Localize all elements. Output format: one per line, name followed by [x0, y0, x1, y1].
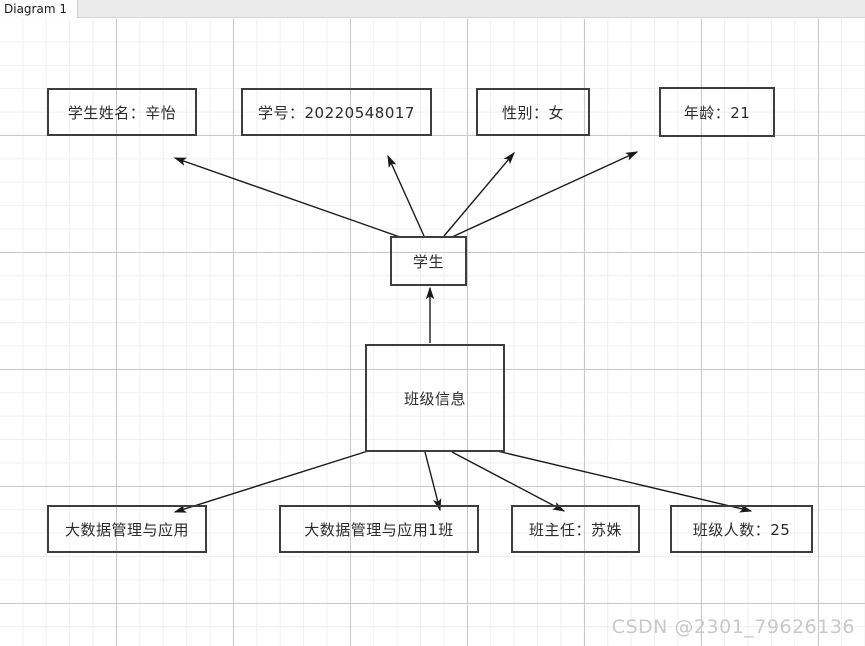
- node-label: 大数据管理与应用: [64, 520, 189, 539]
- node-label: 班级信息: [403, 389, 466, 408]
- csdn-watermark: CSDN @2301_79626136: [611, 616, 855, 638]
- node-label: 班主任：苏姝: [528, 520, 622, 539]
- edge-student-to-student-id[interactable]: [387, 154, 425, 237]
- node-age[interactable]: 年龄：21: [659, 87, 775, 137]
- edge-student-to-gender[interactable]: [443, 151, 515, 237]
- edge-class-info-to-head-teacher[interactable]: [451, 451, 566, 512]
- tab-bar: Diagram 1: [0, 0, 865, 18]
- edge-student-to-student-name[interactable]: [173, 157, 401, 238]
- node-student-name[interactable]: 学生姓名：辛怡: [47, 88, 197, 136]
- edge-class-info-to-major[interactable]: [173, 450, 369, 513]
- node-class-info[interactable]: 班级信息: [365, 344, 505, 452]
- node-major[interactable]: 大数据管理与应用: [47, 505, 207, 553]
- diagram-canvas[interactable]: 学生姓名：辛怡 学号：20220548017 性别：女 年龄：21 学生班级信息大数据管…: [0, 19, 865, 646]
- node-student[interactable]: 学生: [390, 236, 467, 286]
- node-label: 性别：女: [501, 103, 564, 122]
- node-label: 学号：20220548017: [258, 103, 415, 122]
- tab-diagram-1[interactable]: Diagram 1: [0, 0, 78, 18]
- node-class-size[interactable]: 班级人数：25: [670, 505, 813, 553]
- edge-class-info-to-class-size[interactable]: [496, 450, 753, 513]
- node-head-teacher[interactable]: 班主任：苏姝: [511, 505, 640, 553]
- node-student-id[interactable]: 学号：20220548017: [241, 88, 432, 136]
- node-class-name[interactable]: 大数据管理与应用1班: [279, 505, 479, 553]
- node-label: 班级人数：25: [692, 520, 791, 539]
- edge-class-info-to-class-name[interactable]: [424, 451, 442, 512]
- node-label: 学生: [412, 252, 444, 271]
- node-label: 学生姓名：辛怡: [67, 103, 177, 122]
- edge-group: [173, 151, 753, 513]
- node-label: 大数据管理与应用1班: [304, 520, 454, 539]
- node-label: 年龄：21: [683, 103, 751, 122]
- edge-student-to-age[interactable]: [451, 151, 639, 238]
- tab-label: Diagram 1: [4, 2, 67, 16]
- node-gender[interactable]: 性别：女: [476, 88, 590, 136]
